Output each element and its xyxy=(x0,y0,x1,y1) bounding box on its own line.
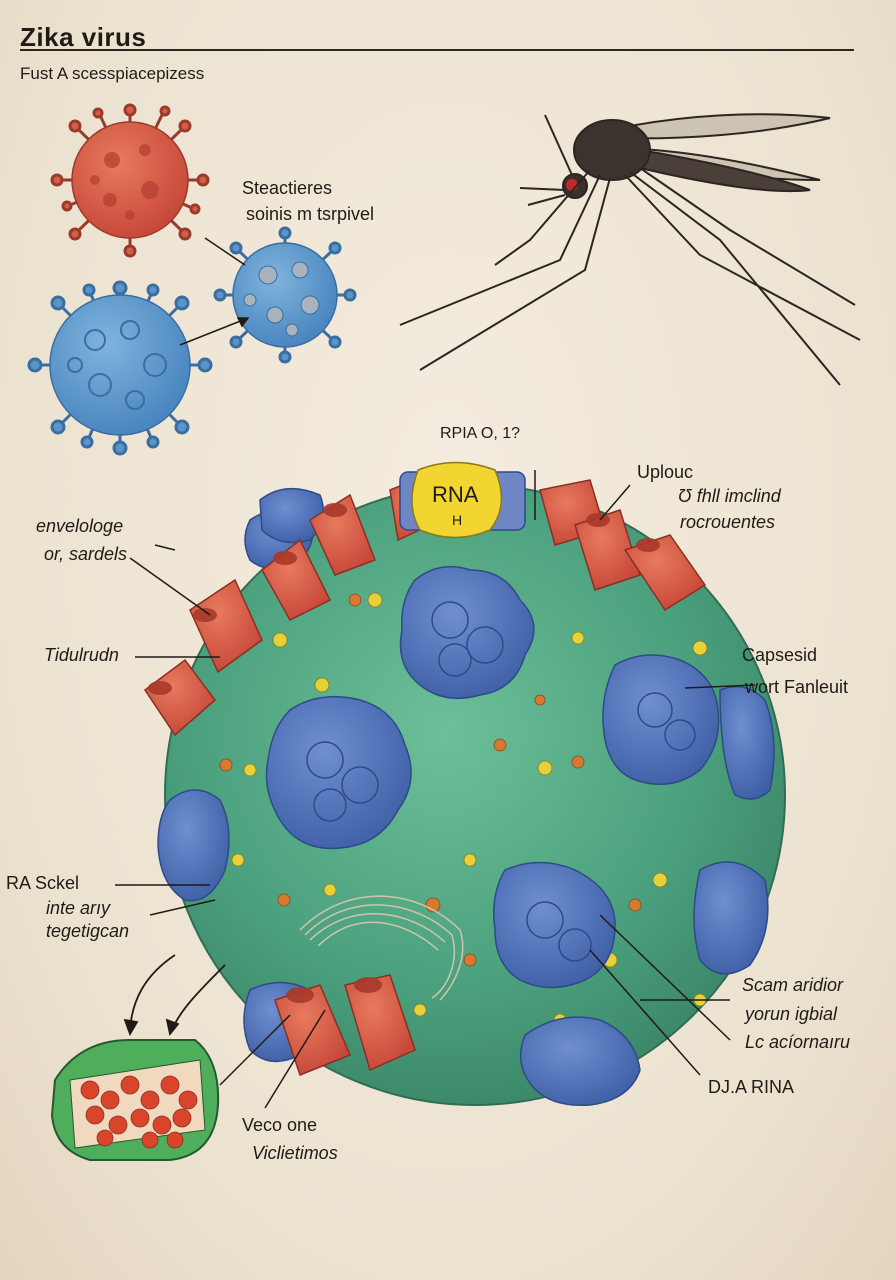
rna-badge-label: RNA xyxy=(432,482,479,507)
ra-sckel-label: RA Sckel xyxy=(6,873,80,893)
ra-sckel-label-2: inte arıy xyxy=(46,898,111,918)
leader-lines xyxy=(115,470,756,1109)
scam-label-1: Scam aridior xyxy=(742,975,844,995)
scam-label-2: yorun igbial xyxy=(745,1004,838,1024)
structures-label-1: Steactieres xyxy=(242,178,333,198)
tidulrudn-label: Tidulrudn xyxy=(44,645,119,665)
envelope-label-1: envelologe xyxy=(36,516,124,536)
blue-virus-large-icon xyxy=(27,280,213,456)
veco-label-2: Viclietimos xyxy=(252,1143,338,1163)
mosquito-icon xyxy=(399,113,861,386)
structures-label-2: soinis m tsrpivel xyxy=(246,204,375,224)
uplouc-label-3: rocrouentes xyxy=(680,512,776,532)
uplouc-label: Uplouc xyxy=(637,462,694,482)
veco-label-1: Veco one xyxy=(242,1115,318,1135)
virus-pointers xyxy=(179,237,250,346)
dna-rina-label: DJ.A RINA xyxy=(708,1077,795,1097)
uplouc-label-2: Ʊ fhll imclind xyxy=(678,486,781,506)
red-virus-icon xyxy=(50,103,210,258)
rna-strands xyxy=(299,895,464,1001)
fragment-arrows xyxy=(123,954,226,1037)
rna-top-label: RPIA O, 1? xyxy=(440,425,521,442)
scam-label-3: Lc acíornaıru xyxy=(745,1032,851,1052)
ra-sckel-label-3: tegetigcan xyxy=(46,921,130,941)
rna-badge xyxy=(399,461,526,539)
envelope-label-2: or, sardels xyxy=(44,544,128,564)
zika-virion xyxy=(143,461,786,1107)
capsesid-label: Capsesid xyxy=(742,645,818,665)
page-subtitle: Fust A scesspiacepizess xyxy=(20,64,205,83)
rna-badge-sublabel: H xyxy=(452,512,463,528)
blue-virus-small-icon xyxy=(213,226,357,364)
capsesid-label-2: wort Fanleuit xyxy=(745,677,849,697)
title-rule xyxy=(20,49,854,51)
capsid-fragment-icon xyxy=(50,1039,220,1161)
page-title: Zika virus xyxy=(20,22,147,52)
